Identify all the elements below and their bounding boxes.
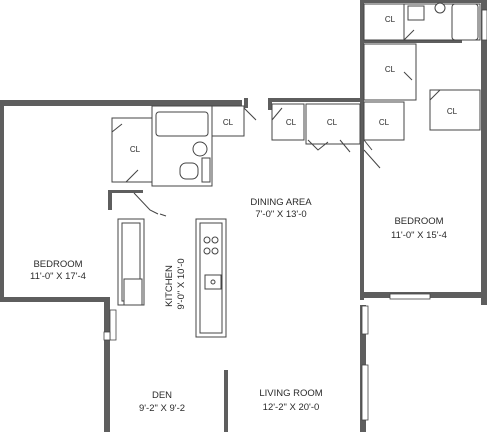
bathtub-icon: [155, 111, 209, 137]
closet-label: CL: [385, 65, 396, 74]
upper-bathtub-icon: [451, 3, 479, 41]
closet-label: CL: [223, 118, 234, 127]
upper-toilet-icon: [434, 2, 446, 14]
upper-bath: [403, 2, 481, 41]
closet-label: CL: [385, 15, 396, 24]
stove-icon: [203, 236, 211, 244]
windows: [103, 9, 487, 421]
closet-label: CL: [130, 145, 141, 154]
toilet-icon: [179, 162, 199, 180]
closet-label: CL: [327, 118, 338, 127]
den-size: 9'-2" X 9'-2: [139, 403, 185, 414]
room-labels: BEDROOM 11'-0" X 17'-4 KITCHEN 9'-0" X 1…: [30, 197, 447, 414]
dining-name: DINING AREA: [250, 197, 312, 208]
closets: [111, 3, 481, 183]
closet-label: CL: [447, 107, 458, 116]
kitchen-size: 9'-0" X 10'-0: [176, 258, 187, 309]
kitchen-counters: [117, 218, 227, 338]
bedroom-left-size: 11'-0" X 17'-4: [30, 271, 86, 282]
living-room-size: 12'-2" X 20'-0: [263, 402, 320, 413]
bedroom-right-size: 11'-0" X 15'-4: [391, 230, 447, 241]
dining-size: 7'-0" X 13'-0: [255, 209, 306, 220]
bedroom-right-name: BEDROOM: [394, 216, 443, 227]
closet-labels: CL CL CL CL CL CL CL CL: [130, 15, 458, 154]
closet-label: CL: [286, 118, 297, 127]
living-room-name: LIVING ROOM: [259, 388, 322, 399]
bedroom-left-name: BEDROOM: [33, 259, 82, 270]
bathroom: [151, 105, 213, 187]
doors: [133, 149, 381, 217]
kitchen-name: KITCHEN: [164, 265, 175, 307]
closet-label: CL: [379, 118, 390, 127]
den-name: DEN: [152, 390, 172, 401]
